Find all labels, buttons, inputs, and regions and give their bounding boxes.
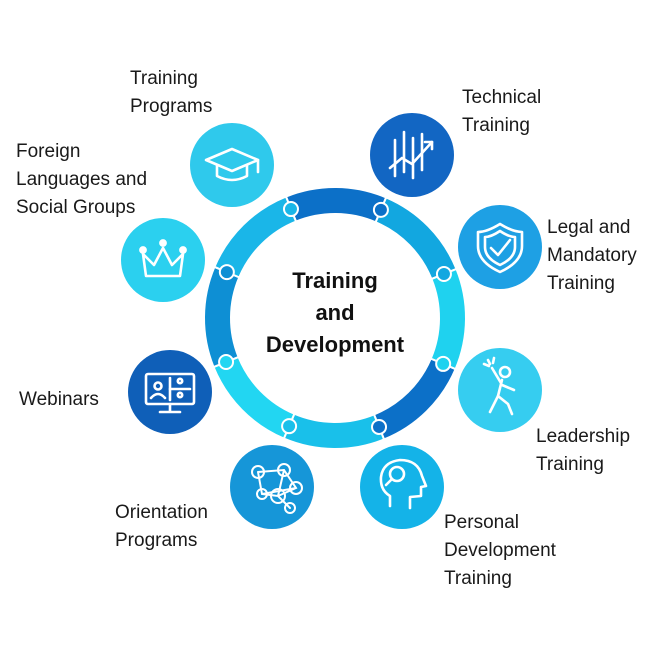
center-title-line: Development (265, 332, 405, 357)
person-celebrate-icon (482, 356, 516, 416)
ring-joint-knob (281, 418, 298, 435)
node-circle (360, 445, 444, 529)
ring-joint-knob (218, 354, 235, 371)
label-line: Technical (462, 87, 542, 108)
center-title-line: and (315, 300, 355, 325)
head-search-icon (379, 458, 428, 510)
node-webinars[interactable] (128, 350, 212, 434)
chart-trend-icon (388, 130, 434, 180)
label-line: Webinars (19, 389, 99, 410)
label-foreign-languages-social-groups: Foreign Languages and Social Groups (16, 138, 147, 222)
shield-check-icon (476, 222, 524, 274)
node-personal-development-training[interactable] (360, 445, 444, 529)
label-line: Training (130, 68, 198, 89)
label-line: Training (444, 568, 512, 589)
video-conference-icon (144, 372, 196, 414)
label-line: Training (462, 115, 530, 136)
graduation-cap-icon (204, 147, 260, 182)
label-personal-development-training: Personal Development Training (444, 509, 556, 593)
ring-joint-knob (435, 355, 452, 372)
node-technical-training[interactable] (370, 113, 454, 197)
center-title-line: Training (292, 268, 378, 293)
label-line: Social Groups (16, 197, 136, 218)
ring-joint-knob (372, 201, 389, 218)
label-line: Programs (130, 96, 213, 117)
label-line: Legal and (547, 217, 631, 238)
ring-joint-knob (282, 201, 299, 218)
label-line: Orientation (115, 502, 208, 523)
crown-icon (139, 239, 187, 278)
node-circle (190, 123, 274, 207)
label-line: Mandatory (547, 245, 637, 266)
label-technical-training: Technical Training (462, 84, 541, 140)
node-orientation-programs[interactable] (230, 445, 314, 529)
label-line: Leadership (536, 426, 631, 447)
puzzle-ring (203, 186, 467, 450)
label-line: Programs (115, 530, 198, 551)
center-title: Training and Development (235, 265, 435, 361)
label-line: Languages and (16, 169, 148, 190)
label-leadership-training: Leadership Training (536, 423, 630, 479)
label-line: Training (547, 273, 615, 294)
node-circle (230, 445, 314, 529)
label-line: Development (444, 540, 556, 561)
label-line: Training (536, 454, 604, 475)
node-foreign-languages-social-groups[interactable] (121, 218, 205, 302)
ring-joint-knob (435, 265, 452, 282)
node-training-programs[interactable] (190, 123, 274, 207)
label-legal-mandatory-training: Legal and Mandatory Training (547, 214, 637, 298)
label-training-programs: Training Programs (130, 65, 212, 121)
label-orientation-programs: Orientation Programs (115, 499, 208, 555)
ring-joint-knob (371, 418, 388, 435)
ring-inner-disc (232, 215, 438, 421)
label-line: Personal (444, 512, 519, 533)
label-webinars: Webinars (19, 386, 99, 414)
node-legal-mandatory-training[interactable] (458, 205, 542, 289)
network-people-icon (251, 463, 303, 514)
node-circle (121, 218, 205, 302)
label-line: Foreign (16, 141, 81, 162)
node-leadership-training[interactable] (458, 348, 542, 432)
node-circle (458, 205, 542, 289)
ring-joint-knob (218, 264, 235, 281)
